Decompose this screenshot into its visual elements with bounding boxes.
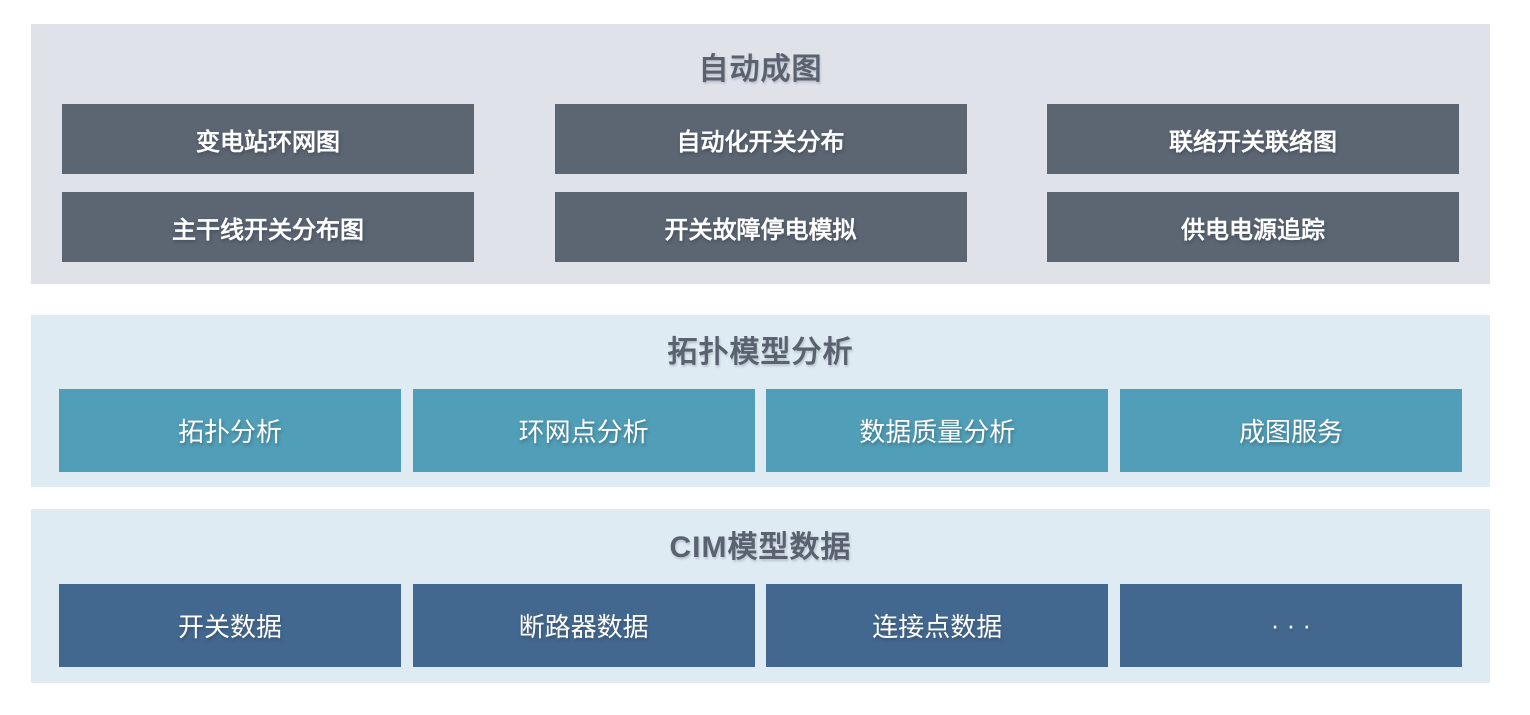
- analysis-box-data-quality: 数据质量分析: [766, 389, 1109, 472]
- diagram-box-auto-switch-distribution: 自动化开关分布: [554, 104, 967, 174]
- cim-box-grid: 开关数据 断路器数据 连接点数据 · · ·: [31, 584, 1490, 667]
- topology-box-grid: 拓扑分析 环网点分析 数据质量分析 成图服务: [31, 389, 1490, 472]
- data-box-ellipsis: · · ·: [1119, 584, 1462, 667]
- diagram-box-trunk-switch-distribution: 主干线开关分布图: [62, 192, 474, 262]
- section-title-cim-model-data: CIM模型数据: [669, 531, 852, 564]
- data-box-connection-point-data: 连接点数据: [766, 584, 1109, 667]
- data-box-breaker-data: 断路器数据: [412, 584, 755, 667]
- section-topology-analysis: 拓扑模型分析 拓扑分析 环网点分析 数据质量分析 成图服务: [31, 315, 1490, 487]
- analysis-box-topology: 拓扑分析: [59, 389, 401, 472]
- section-auto-diagram: 自动成图 变电站环网图 自动化开关分布 联络开关联络图 主干线开关分布图 开关故…: [31, 24, 1490, 284]
- section-title-topology-analysis: 拓扑模型分析: [667, 336, 854, 369]
- data-box-switch-data: 开关数据: [59, 584, 401, 667]
- diagram-box-power-source-tracing: 供电电源追踪: [1047, 192, 1459, 262]
- analysis-box-ring-point: 环网点分析: [412, 389, 755, 472]
- diagram-box-substation-ring: 变电站环网图: [62, 104, 474, 174]
- section-title-auto-diagram: 自动成图: [698, 53, 823, 86]
- diagram-box-fault-outage-simulation: 开关故障停电模拟: [554, 192, 967, 262]
- auto-diagram-box-grid: 变电站环网图 自动化开关分布 联络开关联络图 主干线开关分布图 开关故障停电模拟…: [31, 104, 1490, 262]
- section-cim-model-data: CIM模型数据 开关数据 断路器数据 连接点数据 · · ·: [31, 509, 1490, 683]
- analysis-box-diagram-service: 成图服务: [1119, 389, 1462, 472]
- diagram-box-tie-switch-diagram: 联络开关联络图: [1047, 104, 1459, 174]
